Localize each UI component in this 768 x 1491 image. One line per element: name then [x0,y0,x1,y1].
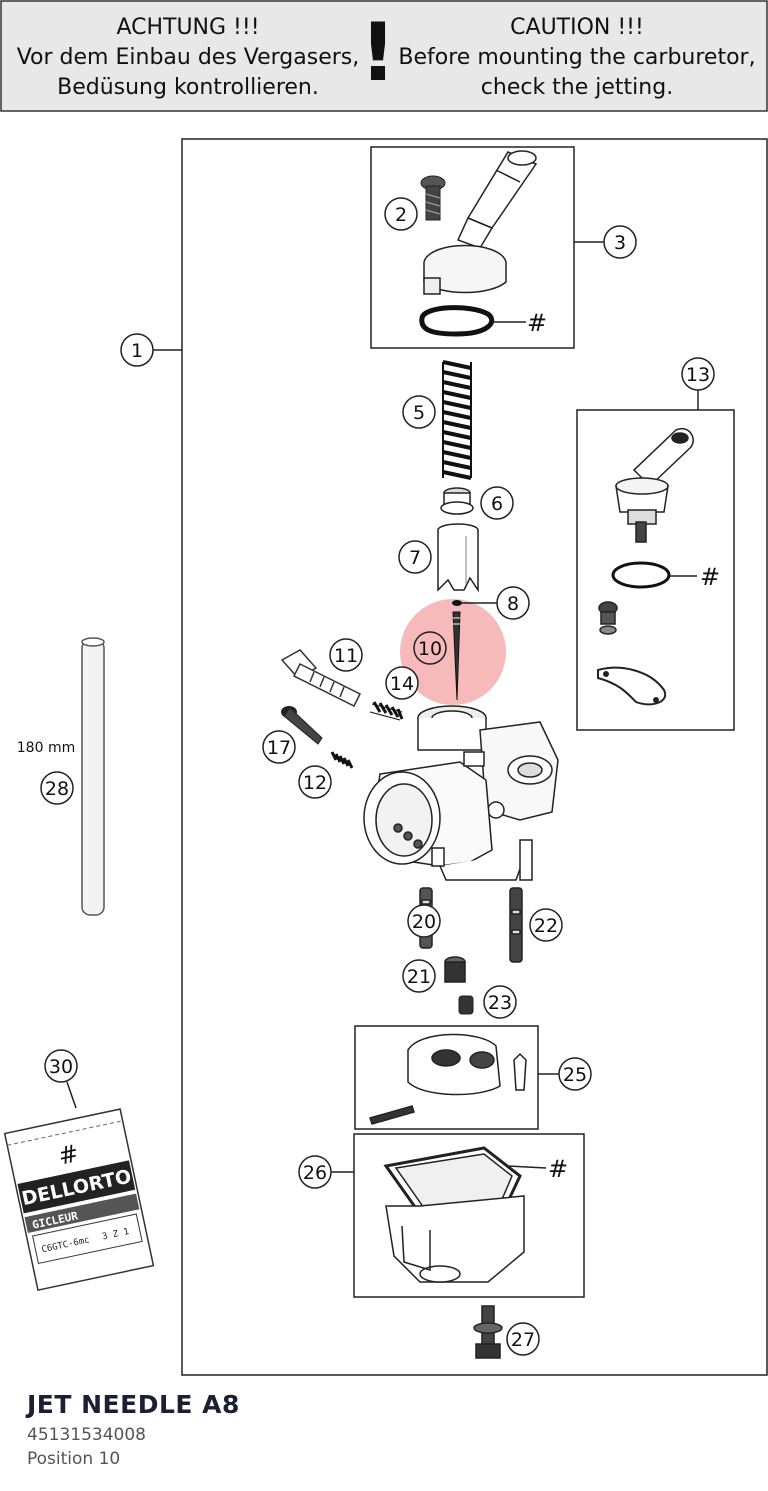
svg-text:20: 20 [412,911,436,933]
hash-mark: # [700,563,720,591]
choke-lever-icon [615,427,694,543]
exploded-diagram: ACHTUNG !!! Vor dem Einbau des Vergasers… [0,0,768,1376]
mixture-screw-icon [281,706,323,745]
svg-text:5: 5 [413,402,425,424]
svg-text:17: 17 [267,737,291,759]
callout-28[interactable]: 28 [40,771,74,805]
svg-text:1: 1 [131,340,143,362]
jet-22-icon [509,887,523,963]
spring-seat-icon [440,487,474,515]
carburetor-assembly-frame [181,138,768,1376]
callout-2[interactable]: 2 [384,197,418,231]
caution-de-line1: Vor dem Einbau des Vergasers, [17,45,360,70]
svg-text:23: 23 [488,992,512,1014]
small-spring-icon [369,701,404,721]
float-box [354,1025,539,1130]
svg-text:26: 26 [303,1162,327,1184]
jet-needle-icon [452,611,461,701]
callout-17[interactable]: 17 [262,730,296,764]
jet-21-icon [444,956,466,983]
fuel-tube-icon [81,637,105,916]
callout-30[interactable]: 30 [44,1049,78,1083]
callout-6[interactable]: 6 [480,486,514,520]
float-bowl-icon [383,1146,525,1283]
caution-de-title: ACHTUNG !!! [116,15,259,40]
float-icon [369,1033,527,1125]
part-info-panel: JET NEEDLE A8 45131534008 Position 10 [0,1380,768,1491]
callout-25[interactable]: 25 [558,1057,592,1091]
svg-text:11: 11 [334,645,358,667]
callout-11[interactable]: 11 [329,638,363,672]
svg-text:3: 3 [614,232,626,254]
svg-text:13: 13 [686,364,710,386]
callout-5[interactable]: 5 [402,395,436,429]
callout-12[interactable]: 12 [298,765,332,799]
part-position: Position 10 [27,1449,121,1469]
svg-text:10: 10 [418,638,442,660]
callout-20[interactable]: 20 [407,904,441,938]
mixture-spring-icon [330,751,354,769]
callout-7[interactable]: 7 [398,540,432,574]
caution-en-line2: check the jetting. [481,75,673,100]
caution-en-title: CAUTION !!! [510,15,644,40]
svg-text:8: 8 [507,593,519,615]
callout-13[interactable]: 13 [681,357,715,391]
callout-1[interactable]: 1 [120,333,154,367]
callout-22[interactable]: 22 [529,908,563,942]
caution-banner: ACHTUNG !!! Vor dem Einbau des Vergasers… [0,0,768,112]
svg-text:12: 12 [303,772,327,794]
callout-8[interactable]: 8 [496,586,530,620]
selected-part-highlight [400,599,506,705]
clip-icon [452,600,462,606]
choke-screw-icon [598,601,618,635]
callout-27[interactable]: 27 [506,1322,540,1356]
svg-text:22: 22 [534,915,558,937]
callout-3[interactable]: 3 [603,225,637,259]
svg-text:14: 14 [390,673,414,695]
hash-mark: # [527,309,547,337]
screw-icon [420,175,446,221]
svg-text:21: 21 [407,966,431,988]
jet-23-icon [458,995,474,1015]
callout-21[interactable]: 21 [402,959,436,993]
caution-en-line1: Before mounting the carburetor, [398,45,755,70]
choke-box [576,409,735,731]
part-number: 45131534008 [27,1425,146,1445]
callout-26[interactable]: 26 [298,1155,332,1189]
hash-mark: # [548,1155,568,1183]
svg-text:30: 30 [49,1056,73,1078]
choke-plate-icon [597,666,667,706]
idle-screw-icon [280,649,362,708]
svg-text:2: 2 [395,204,407,226]
svg-text:6: 6 [491,493,503,515]
float-bowl-box [353,1133,585,1298]
choke-gasket-icon [611,561,671,589]
callout-14[interactable]: 14 [385,666,419,700]
gasket-icon [419,305,495,337]
spring-icon [442,360,472,480]
throttle-slide-icon [437,523,479,593]
carburetor-top-box [370,146,575,349]
carburetor-top-icon [423,150,538,295]
svg-text:28: 28 [45,778,69,800]
jet-pack-icon: # DELLORTO GICLEUR C6GTC-6mc 3 Z 1 [3,1108,155,1291]
svg-text:25: 25 [563,1064,587,1086]
caution-de-line2: Bedüsung kontrollieren. [57,75,319,100]
bowl-bolt-icon [473,1305,503,1359]
svg-text:27: 27 [511,1329,535,1351]
callout-23[interactable]: 23 [483,985,517,1019]
tube-length-label: 180 mm [17,740,75,756]
part-name: JET NEEDLE A8 [27,1390,240,1419]
callout-10[interactable]: 10 [413,631,447,665]
svg-text:7: 7 [409,547,421,569]
exclamation-icon: ! [360,6,396,99]
carburetor-body-icon [363,705,559,881]
